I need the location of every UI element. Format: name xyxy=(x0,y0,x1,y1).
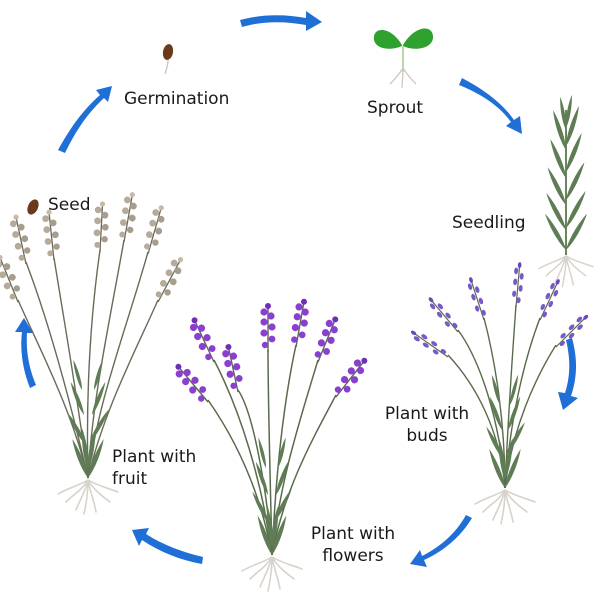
stage-label-buds-line1: Plant with xyxy=(384,404,470,424)
stage-label-flowers-line1: Plant with xyxy=(310,524,396,544)
stage-label-seedling: Seedling xyxy=(452,213,526,233)
stage-label-flowers: Plant with flowers xyxy=(298,523,408,567)
cycle-arrow-icon xyxy=(558,338,578,410)
stage-label-fruit-line1: Plant with xyxy=(112,447,197,467)
stage-label-seed: Seed xyxy=(48,195,91,215)
cycle-arrow-icon xyxy=(459,78,522,134)
cycle-arrow-icon xyxy=(410,515,472,567)
stage-label-flowers-line2: flowers xyxy=(322,546,384,566)
sprout-icon xyxy=(373,28,434,89)
cycle-arrow-icon xyxy=(132,528,203,564)
stage-label-germination: Germination xyxy=(124,89,230,109)
stage-label-fruit: Plant with fruit xyxy=(112,446,196,490)
stage-label-fruit-line2: fruit xyxy=(112,469,148,489)
stage-label-sprout: Sprout xyxy=(367,98,424,118)
stage-label-buds-line2: buds xyxy=(406,426,448,446)
fruiting-plant-icon xyxy=(0,190,189,515)
flowering-plant-icon xyxy=(169,296,373,592)
cycle-arrow-icon xyxy=(240,11,322,31)
seed-icon xyxy=(27,199,39,215)
budding-plant-icon xyxy=(407,261,592,525)
stage-label-buds: Plant with buds xyxy=(372,403,482,447)
germinating-seed-icon xyxy=(162,44,174,75)
cycle-arrow-icon xyxy=(58,86,112,153)
seedling-icon xyxy=(538,94,594,288)
cycle-arrow-icon xyxy=(15,318,36,388)
